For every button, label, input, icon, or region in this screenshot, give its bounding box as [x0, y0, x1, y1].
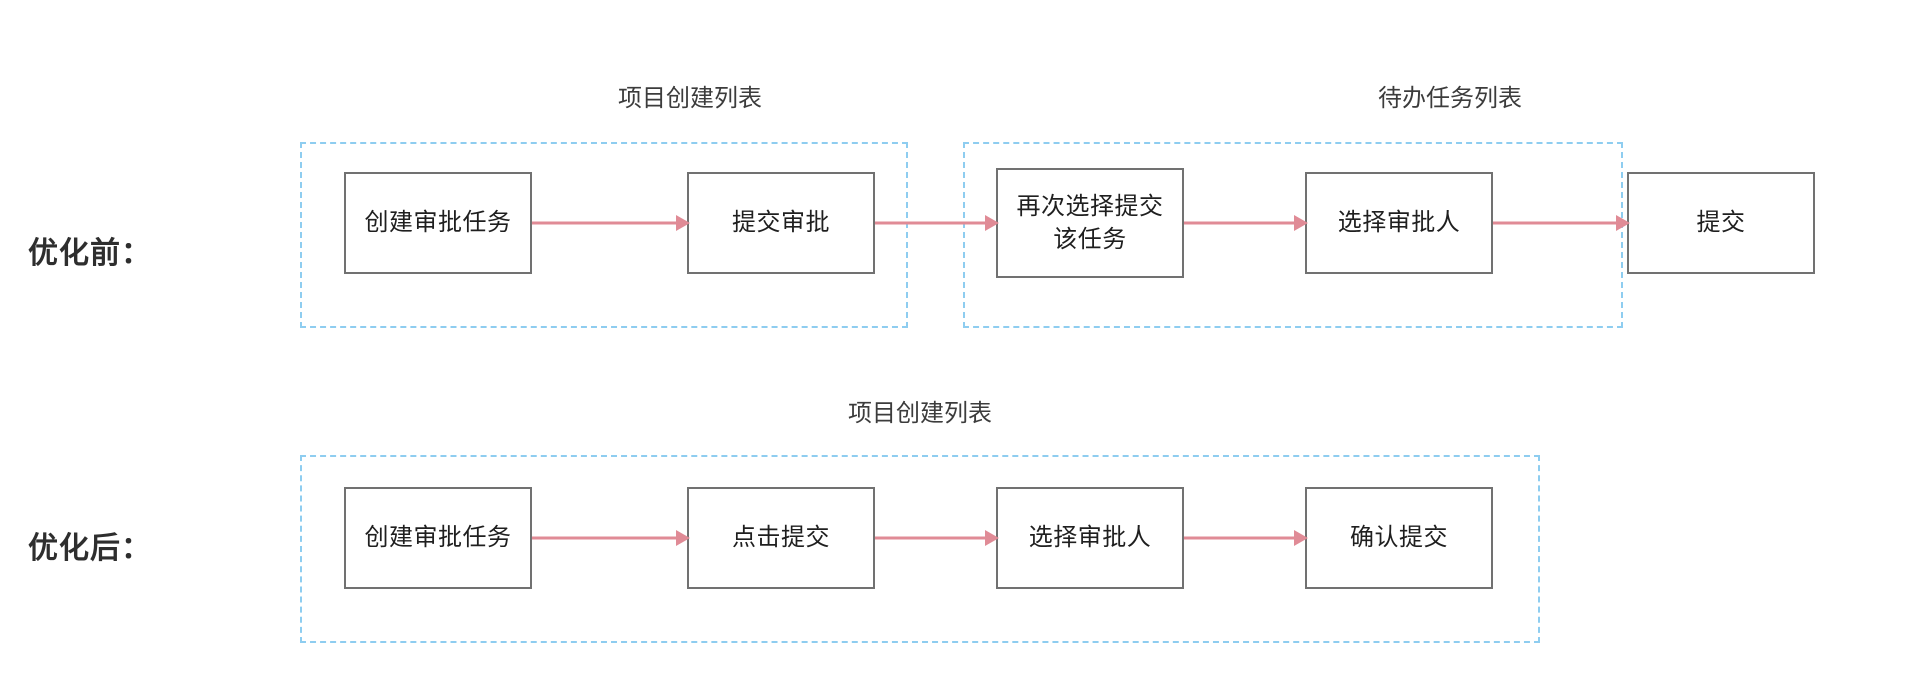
- row-label-before: 优化前：: [28, 237, 152, 270]
- group-title-project-create-list-row1: 项目创建列表: [618, 85, 762, 112]
- group-title-todo-task-list-row1: 待办任务列表: [1378, 85, 1522, 112]
- node-confirm-submit-row2[interactable]: 确认提交: [1305, 487, 1493, 589]
- node-select-approver-row2[interactable]: 选择审批人: [996, 487, 1184, 589]
- node-submit-approval-row1[interactable]: 提交审批: [687, 172, 875, 274]
- group-box-project-create-list-row1: [300, 142, 908, 328]
- group-title-project-create-list-row2: 项目创建列表: [848, 400, 992, 427]
- node-reselect-submit-task-row1[interactable]: 再次选择提交 该任务: [996, 168, 1184, 278]
- node-create-approval-task-row1[interactable]: 创建审批任务: [344, 172, 532, 274]
- node-create-approval-task-row2[interactable]: 创建审批任务: [344, 487, 532, 589]
- node-submit-row1[interactable]: 提交: [1627, 172, 1815, 274]
- group-box-todo-task-list-row1: [963, 142, 1623, 328]
- row-label-after: 优化后：: [28, 532, 152, 565]
- group-box-project-create-list-row2: [300, 455, 1540, 643]
- node-click-submit-row2[interactable]: 点击提交: [687, 487, 875, 589]
- node-select-approver-row1[interactable]: 选择审批人: [1305, 172, 1493, 274]
